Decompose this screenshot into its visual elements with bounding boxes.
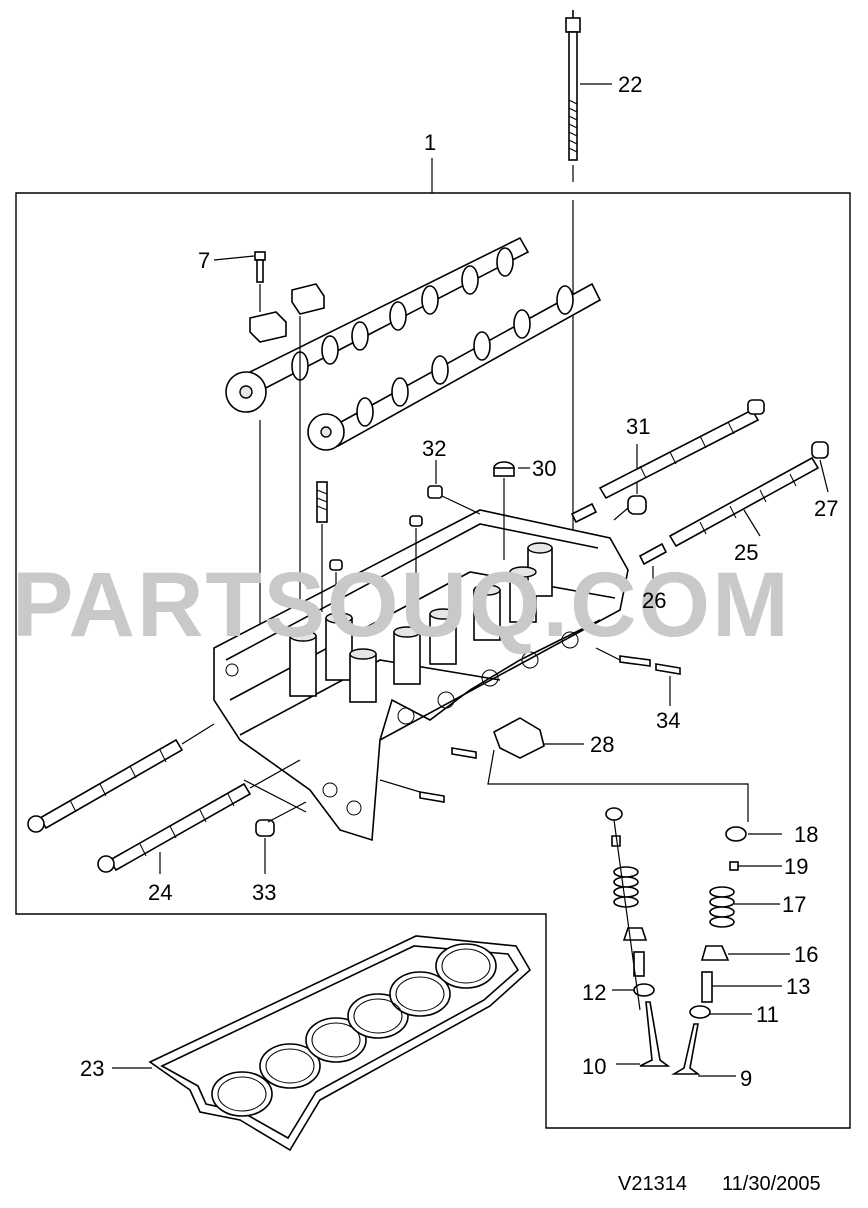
- nut-33: [255, 801, 307, 874]
- stud-34: [379, 647, 681, 803]
- callout-34: 34: [656, 708, 680, 733]
- cylinder-head: [213, 509, 629, 842]
- callout-25: 25: [734, 540, 758, 565]
- callout-1: 1: [424, 130, 436, 155]
- rocker-shaft-25: [668, 441, 829, 548]
- cam-bearing-cap: [249, 283, 325, 640]
- shaft-left-upper: [27, 723, 215, 833]
- callout-17: 17: [782, 892, 806, 917]
- callout-9: 9: [740, 1066, 752, 1091]
- callout-16: 16: [794, 942, 818, 967]
- plug-32: [427, 460, 481, 515]
- valve-stack-right: [671, 826, 790, 1077]
- rocker-shaft-24: [97, 759, 307, 874]
- callout-12: 12: [582, 980, 606, 1005]
- callout-27: 27: [814, 496, 838, 521]
- callout-18: 18: [794, 822, 818, 847]
- callout-31: 31: [626, 414, 650, 439]
- callout-7: 7: [198, 248, 210, 273]
- exhaust-camshaft: [307, 282, 602, 451]
- callout-26: 26: [642, 588, 666, 613]
- stud-26: [570, 502, 668, 590]
- callout-30: 30: [532, 456, 556, 481]
- rocker-arm-28: [487, 717, 749, 822]
- cam-cap-bolt: [254, 251, 266, 312]
- head-gasket: [112, 935, 532, 1152]
- drawing-date: 11/30/2005: [722, 1173, 821, 1195]
- callout-28: 28: [590, 732, 614, 757]
- intake-camshaft: [225, 236, 530, 660]
- spark-plug: [316, 481, 328, 612]
- watermark-text: PARTSOUQ.COM: [12, 554, 791, 656]
- callout-10: 10: [582, 1054, 606, 1079]
- small-plugs: [329, 515, 423, 620]
- callout-24: 24: [148, 880, 172, 905]
- callout-11: 11: [756, 1002, 779, 1027]
- callout-32: 32: [422, 436, 446, 461]
- callout-33: 33: [252, 880, 276, 905]
- assembly-frame: [15, 192, 851, 1129]
- callout-13: 13: [786, 974, 810, 999]
- plug-30: [493, 461, 530, 560]
- valve-stack-left: [605, 807, 671, 1067]
- callout-19: 19: [784, 854, 808, 879]
- rocker-shaft-upper: [598, 399, 765, 500]
- callout-22: 22: [618, 72, 642, 97]
- drawing-code: V21314: [618, 1173, 687, 1195]
- callout-23: 23: [80, 1056, 104, 1081]
